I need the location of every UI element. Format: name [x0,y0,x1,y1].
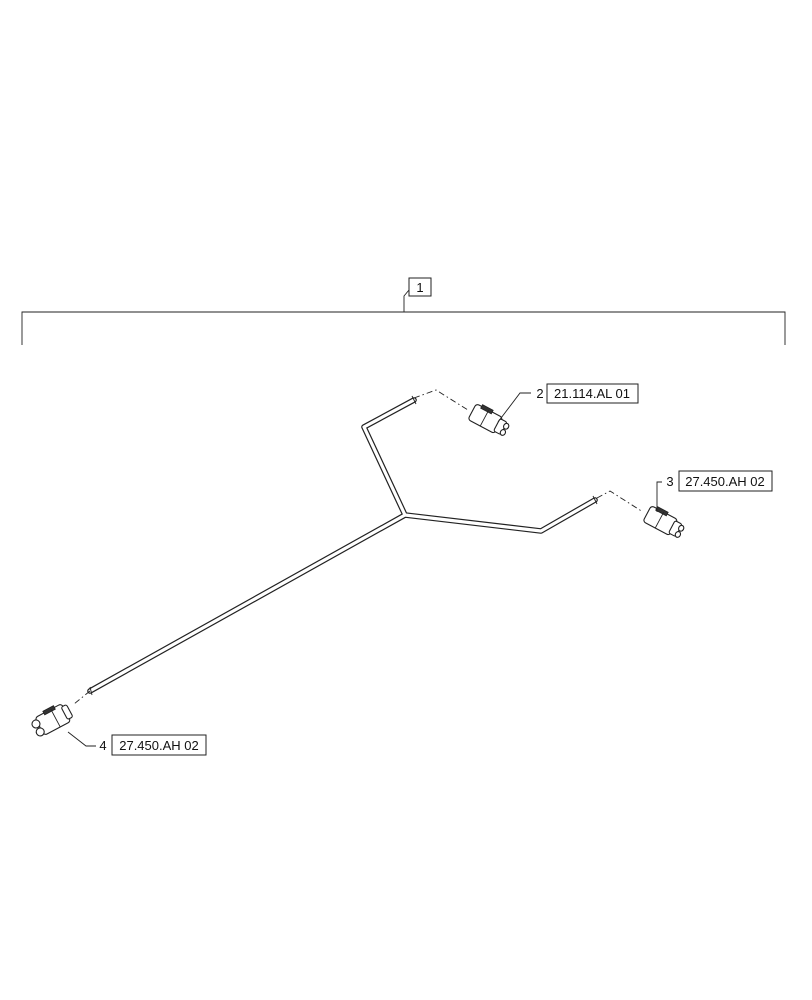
connector-3 [468,404,510,436]
callout-2: 4 27.450.AH 02 [99,734,207,756]
connector-2 [31,704,73,737]
callout-2-number: 4 [99,738,106,753]
wire-harness [87,395,598,696]
callout-4-reference: 27.450.AH 02 [685,474,765,489]
item-1-box [408,277,432,297]
callout-3-reference: 21.114.AL 01 [554,386,630,401]
assembly-centerlines [73,389,644,705]
callout-3-number: 2 [536,386,543,401]
leader-lines [67,392,662,747]
item-1-label: 1 [416,280,423,295]
callout-2-box [111,734,207,756]
connector-4 [643,506,685,538]
callout-2-reference: 27.450.AH 02 [119,738,199,753]
callout-4-number: 3 [666,474,673,489]
callout-3-box [546,383,639,404]
callout-4-box [678,470,773,492]
assembly-bracket: 1 [21,277,786,345]
callout-4: 3 27.450.AH 02 [666,470,773,492]
callout-3: 2 21.114.AL 01 [536,383,639,404]
